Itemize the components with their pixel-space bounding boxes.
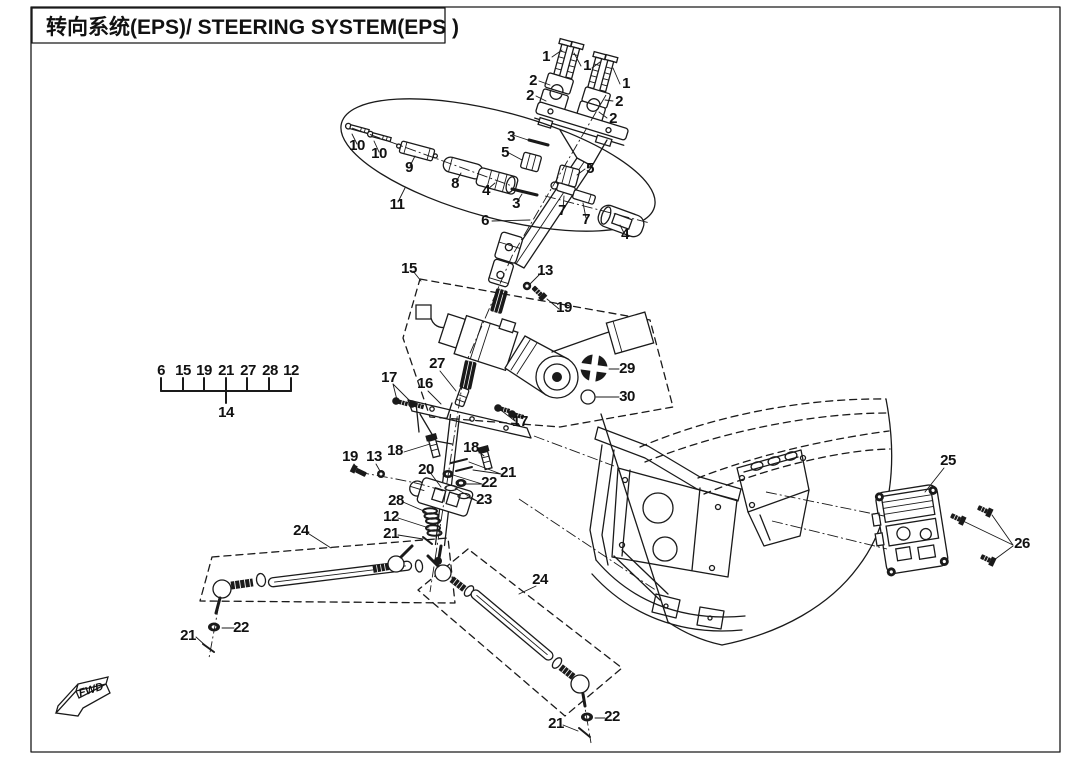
part-callout-1: 1 xyxy=(542,48,550,65)
tie-rod-left-group xyxy=(200,538,455,652)
part-callout-4: 4 xyxy=(482,182,491,199)
part-callout-3: 3 xyxy=(507,128,515,145)
group-member-15: 15 xyxy=(175,362,191,379)
part-callout-23: 23 xyxy=(476,491,492,508)
steering-column-top xyxy=(488,39,629,314)
bushing-5-left xyxy=(520,152,542,172)
group-member-12: 12 xyxy=(283,362,299,379)
group-member-28: 28 xyxy=(262,362,278,379)
group-member-21: 21 xyxy=(218,362,234,379)
part-callout-21: 21 xyxy=(548,715,564,732)
part-callout-17: 17 xyxy=(381,369,397,386)
part-callout-8: 8 xyxy=(451,175,459,192)
eps-unit-group xyxy=(403,279,673,427)
center-axis-lines xyxy=(209,95,887,743)
part-callout-27: 27 xyxy=(429,355,445,372)
part-callout-6: 6 xyxy=(481,212,489,229)
group-member-19: 19 xyxy=(196,362,212,379)
leader-lines xyxy=(196,50,1013,731)
part-callout-18: 18 xyxy=(387,442,403,459)
group-members-layer: 6 15 19 21 27 28 12 xyxy=(157,362,299,379)
part-callout-10: 10 xyxy=(371,145,387,162)
part-callout-2: 2 xyxy=(615,93,623,110)
part-callout-2: 2 xyxy=(529,72,537,89)
group-part-label: 14 xyxy=(218,404,235,421)
o-ring-30 xyxy=(581,390,595,404)
part-callout-2: 2 xyxy=(609,110,617,127)
part-callout-5: 5 xyxy=(586,160,594,177)
part-callout-21: 21 xyxy=(500,464,516,481)
controller-bolts xyxy=(950,505,997,567)
part-callout-30: 30 xyxy=(619,388,635,405)
part-callout-17: 17 xyxy=(512,413,528,430)
frame-cutaway-group xyxy=(590,399,892,645)
group-member-6: 6 xyxy=(157,362,165,379)
part-callout-20: 20 xyxy=(418,461,434,478)
part-callout-21: 21 xyxy=(180,627,196,644)
cylinder-9 xyxy=(395,140,439,162)
eps-gearbox xyxy=(437,302,520,370)
column-top-plate xyxy=(532,102,628,151)
part-callout-28: 28 xyxy=(388,492,404,509)
pin-3-lower xyxy=(512,189,537,195)
shaft-7a xyxy=(550,181,576,196)
shaft-7b xyxy=(572,189,596,204)
part-callout-1: 1 xyxy=(622,75,630,92)
eps-controller-group xyxy=(869,483,997,577)
page-border xyxy=(31,7,1060,752)
part-callout-18: 18 xyxy=(463,439,479,456)
group-member-27: 27 xyxy=(240,362,256,379)
part-callout-13: 13 xyxy=(537,262,553,279)
part-callout-10: 10 xyxy=(349,137,365,154)
part-callout-12: 12 xyxy=(383,508,399,525)
universal-joint xyxy=(494,231,523,263)
part-callout-7: 7 xyxy=(582,211,590,228)
part-callout-9: 9 xyxy=(405,159,413,176)
part-callout-19: 19 xyxy=(556,299,572,316)
tie-rod-right-group xyxy=(418,549,622,737)
part-callout-24: 24 xyxy=(532,571,549,588)
part-callout-3: 3 xyxy=(512,195,520,212)
part-callout-2: 2 xyxy=(526,87,534,104)
part-callout-16: 16 xyxy=(417,375,433,392)
part-callout-5: 5 xyxy=(501,144,509,161)
pin-3-upper xyxy=(529,140,548,145)
part-callout-24: 24 xyxy=(293,522,310,539)
screw-10b xyxy=(367,131,391,143)
part-callout-22: 22 xyxy=(604,708,620,725)
part-callout-11: 11 xyxy=(390,196,405,213)
part-callout-4: 4 xyxy=(621,226,630,243)
part-callout-26: 26 xyxy=(1014,535,1030,552)
page-title: 转向系统(EPS)/ STEERING SYSTEM(EPS ) xyxy=(46,15,459,39)
part-callout-29: 29 xyxy=(619,360,635,377)
part-callout-22: 22 xyxy=(233,619,249,636)
part-callout-1: 1 xyxy=(583,57,591,74)
part-callout-15: 15 xyxy=(401,260,417,277)
part-callout-21: 21 xyxy=(383,525,399,542)
part-callout-25: 25 xyxy=(940,452,956,469)
part-callout-7: 7 xyxy=(558,202,566,219)
group-callout-bracket: 14 6 15 19 21 27 28 12 xyxy=(157,362,299,421)
fwd-arrow: FWD xyxy=(56,677,110,716)
part-callout-19: 19 xyxy=(342,448,358,465)
part-callout-22: 22 xyxy=(481,474,497,491)
spider-coupling xyxy=(577,351,611,385)
part-callout-13: 13 xyxy=(366,448,382,465)
